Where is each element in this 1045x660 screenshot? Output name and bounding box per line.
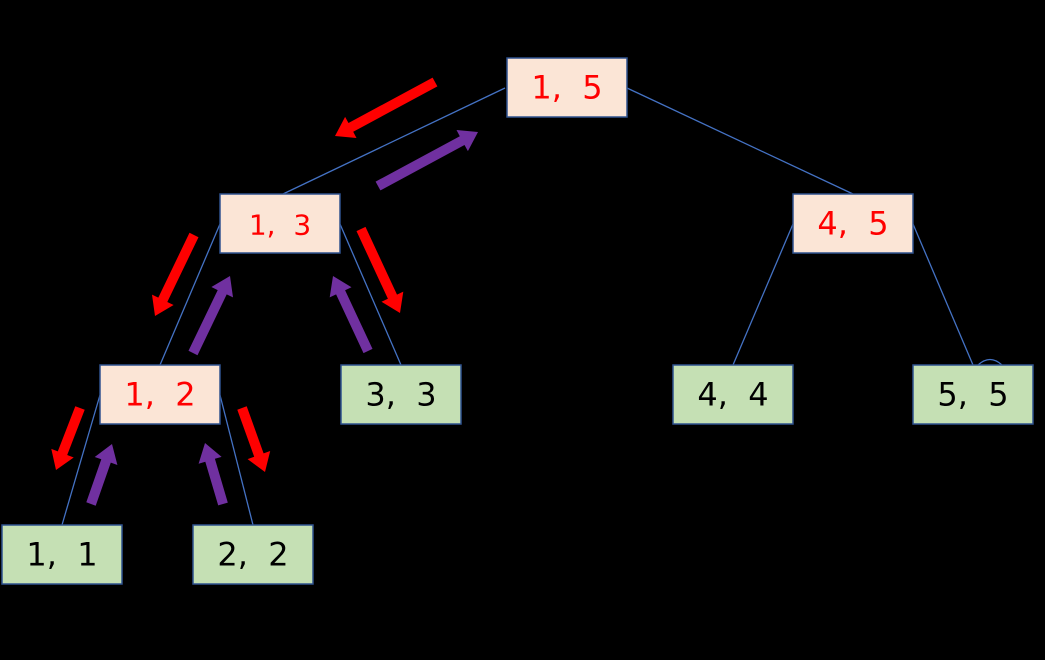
node-box xyxy=(912,364,1034,425)
tree-edge-n13-n12 xyxy=(159,223,221,366)
node-box xyxy=(340,364,462,425)
node-label: 4, 5 xyxy=(817,205,888,243)
node-label: 1, 3 xyxy=(249,209,311,242)
node-box xyxy=(1,524,123,585)
node-box xyxy=(506,57,628,118)
up-arrow-n13-n15 xyxy=(375,130,478,191)
tree-nodes: 1, 5 1, 3 4, 5 1, 2 3, 3 4, 4 5, 5 1, 1 2, 2 xyxy=(1,57,1034,585)
node-box xyxy=(219,193,341,254)
up-arrow-n11-n12 xyxy=(86,444,118,506)
leaf-node-n33: 3, 3 xyxy=(340,364,462,425)
node-label: 1, 2 xyxy=(124,376,195,414)
tree-edge-n45-n55 xyxy=(912,223,974,366)
node-box xyxy=(99,364,221,425)
tree-edge-arc xyxy=(977,358,1003,366)
tree-edge-n15-n13 xyxy=(282,87,506,195)
tree-edge-n12-n22 xyxy=(219,394,254,526)
down-arrow-n13-n33 xyxy=(356,226,404,313)
up-arrow-n12-n13 xyxy=(188,276,233,356)
leaf-node-n44: 4, 4 xyxy=(672,364,794,425)
leaf-node-n11: 1, 1 xyxy=(1,524,123,585)
tree-edge-n15-n45 xyxy=(626,87,854,195)
internal-node-n13: 1, 3 xyxy=(219,193,341,254)
tree-edge-n45-n44 xyxy=(732,223,794,366)
tree-edge-n12-n11 xyxy=(61,394,101,526)
traversal-arrows xyxy=(51,77,478,506)
node-label: 3, 3 xyxy=(365,376,436,414)
up-arrow-n22-n12 xyxy=(198,443,228,506)
node-box xyxy=(792,193,914,254)
down-arrow-n12-n11 xyxy=(51,406,85,470)
leaf-node-n22: 2, 2 xyxy=(192,524,314,585)
node-box xyxy=(192,524,314,585)
node-box xyxy=(672,364,794,425)
node-label: 1, 1 xyxy=(26,536,97,574)
internal-node-n15: 1, 5 xyxy=(506,57,628,118)
up-arrow-n33-n13 xyxy=(329,276,373,354)
node-label: 5, 5 xyxy=(937,376,1008,414)
node-label: 1, 5 xyxy=(531,69,602,107)
down-arrow-n12-n22 xyxy=(237,406,271,472)
internal-node-n45: 4, 5 xyxy=(792,193,914,254)
node-label: 4, 4 xyxy=(697,376,768,414)
tree-edges xyxy=(61,87,1003,526)
internal-node-n12: 1, 2 xyxy=(99,364,221,425)
down-arrow-n13-n12 xyxy=(152,232,199,316)
leaf-node-n55: 5, 5 xyxy=(912,364,1034,425)
node-label: 2, 2 xyxy=(217,536,288,574)
down-arrow-n15-n13 xyxy=(335,77,438,138)
tree-edge-n13-n33 xyxy=(339,223,402,366)
